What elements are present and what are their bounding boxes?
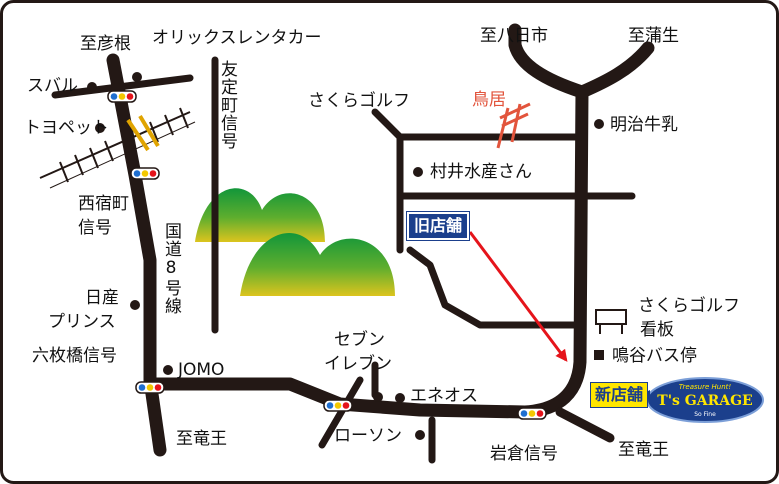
label-murai: 村井水産さん xyxy=(430,162,532,182)
signboard-icon xyxy=(595,309,627,334)
label-sakura-sign: さくらゴルフ xyxy=(638,296,740,316)
label-sakura-golf: さくらゴルフ xyxy=(308,91,410,111)
old-store-badge: 旧店舗 xyxy=(405,211,471,241)
hill-1 xyxy=(195,188,325,242)
signal-rokumaibashi xyxy=(135,381,165,394)
road-to-ryuo-right xyxy=(555,407,615,443)
ts-garage-logo: Treasure Hunt! T's GARAGE So Fine xyxy=(646,377,764,423)
logo-main-text: T's GARAGE xyxy=(657,393,752,409)
new-store-badge: 新店舗 xyxy=(590,382,649,408)
label-sakura-sign-board: 看板 xyxy=(640,320,674,340)
label-torii: 鳥居 xyxy=(472,90,506,110)
label-nishijuku: 西宿町 xyxy=(78,194,129,214)
road-to-gamo xyxy=(575,41,655,99)
signal-nishijuku xyxy=(130,167,160,180)
label-jomo: JOMO xyxy=(178,360,225,380)
route-8-road xyxy=(106,53,167,457)
label-subaru: スバル xyxy=(27,76,78,96)
traffic-signals xyxy=(107,90,547,420)
landmark-dots xyxy=(87,72,604,440)
main-road-bottom xyxy=(143,85,589,419)
label-prince: プリンス xyxy=(48,312,116,332)
label-route8: 国道8号線 xyxy=(161,222,181,315)
railway-crossing xyxy=(126,114,160,152)
label-yusadamachi: 友定町信号 xyxy=(217,60,237,150)
label-nishijuku-signal: 信号 xyxy=(78,218,112,238)
label-meiji: 明治牛乳 xyxy=(610,115,678,135)
minor-roads xyxy=(51,56,636,464)
label-rokumaibashi: 六枚橋信号 xyxy=(32,346,117,366)
label-eneos: エネオス xyxy=(410,386,478,406)
label-narutani: 鳴谷バス停 xyxy=(612,346,697,366)
label-to-yokaichi: 至八日市 xyxy=(480,26,548,46)
roads xyxy=(106,23,655,457)
label-lawson: ローソン xyxy=(334,426,402,446)
label-iwakura: 岩倉信号 xyxy=(490,444,558,464)
road-to-yokaichi xyxy=(508,23,589,99)
torii-icon xyxy=(496,102,531,149)
label-eleven: イレブン xyxy=(324,354,392,374)
label-seven: セブン xyxy=(334,330,385,350)
move-arrow xyxy=(468,231,568,362)
label-to-ryuo-right: 至竜王 xyxy=(618,440,669,460)
signal-iwakura xyxy=(517,407,547,420)
logo-top-text: Treasure Hunt! xyxy=(679,383,732,391)
logo-bottom-text: So Fine xyxy=(694,411,716,418)
label-to-ryuo-left: 至竜王 xyxy=(176,429,227,449)
label-orix: オリックスレンタカー xyxy=(152,28,322,48)
label-to-gamo: 至蒲生 xyxy=(628,26,679,46)
label-toyopet: トヨペット xyxy=(24,118,109,138)
hill-2 xyxy=(240,232,395,296)
signal-seven xyxy=(323,399,353,412)
railway xyxy=(39,107,196,189)
label-to-hikone: 至彦根 xyxy=(80,34,131,54)
signal-yusadamachi xyxy=(107,90,137,103)
label-nissan: 日産 xyxy=(85,288,119,308)
